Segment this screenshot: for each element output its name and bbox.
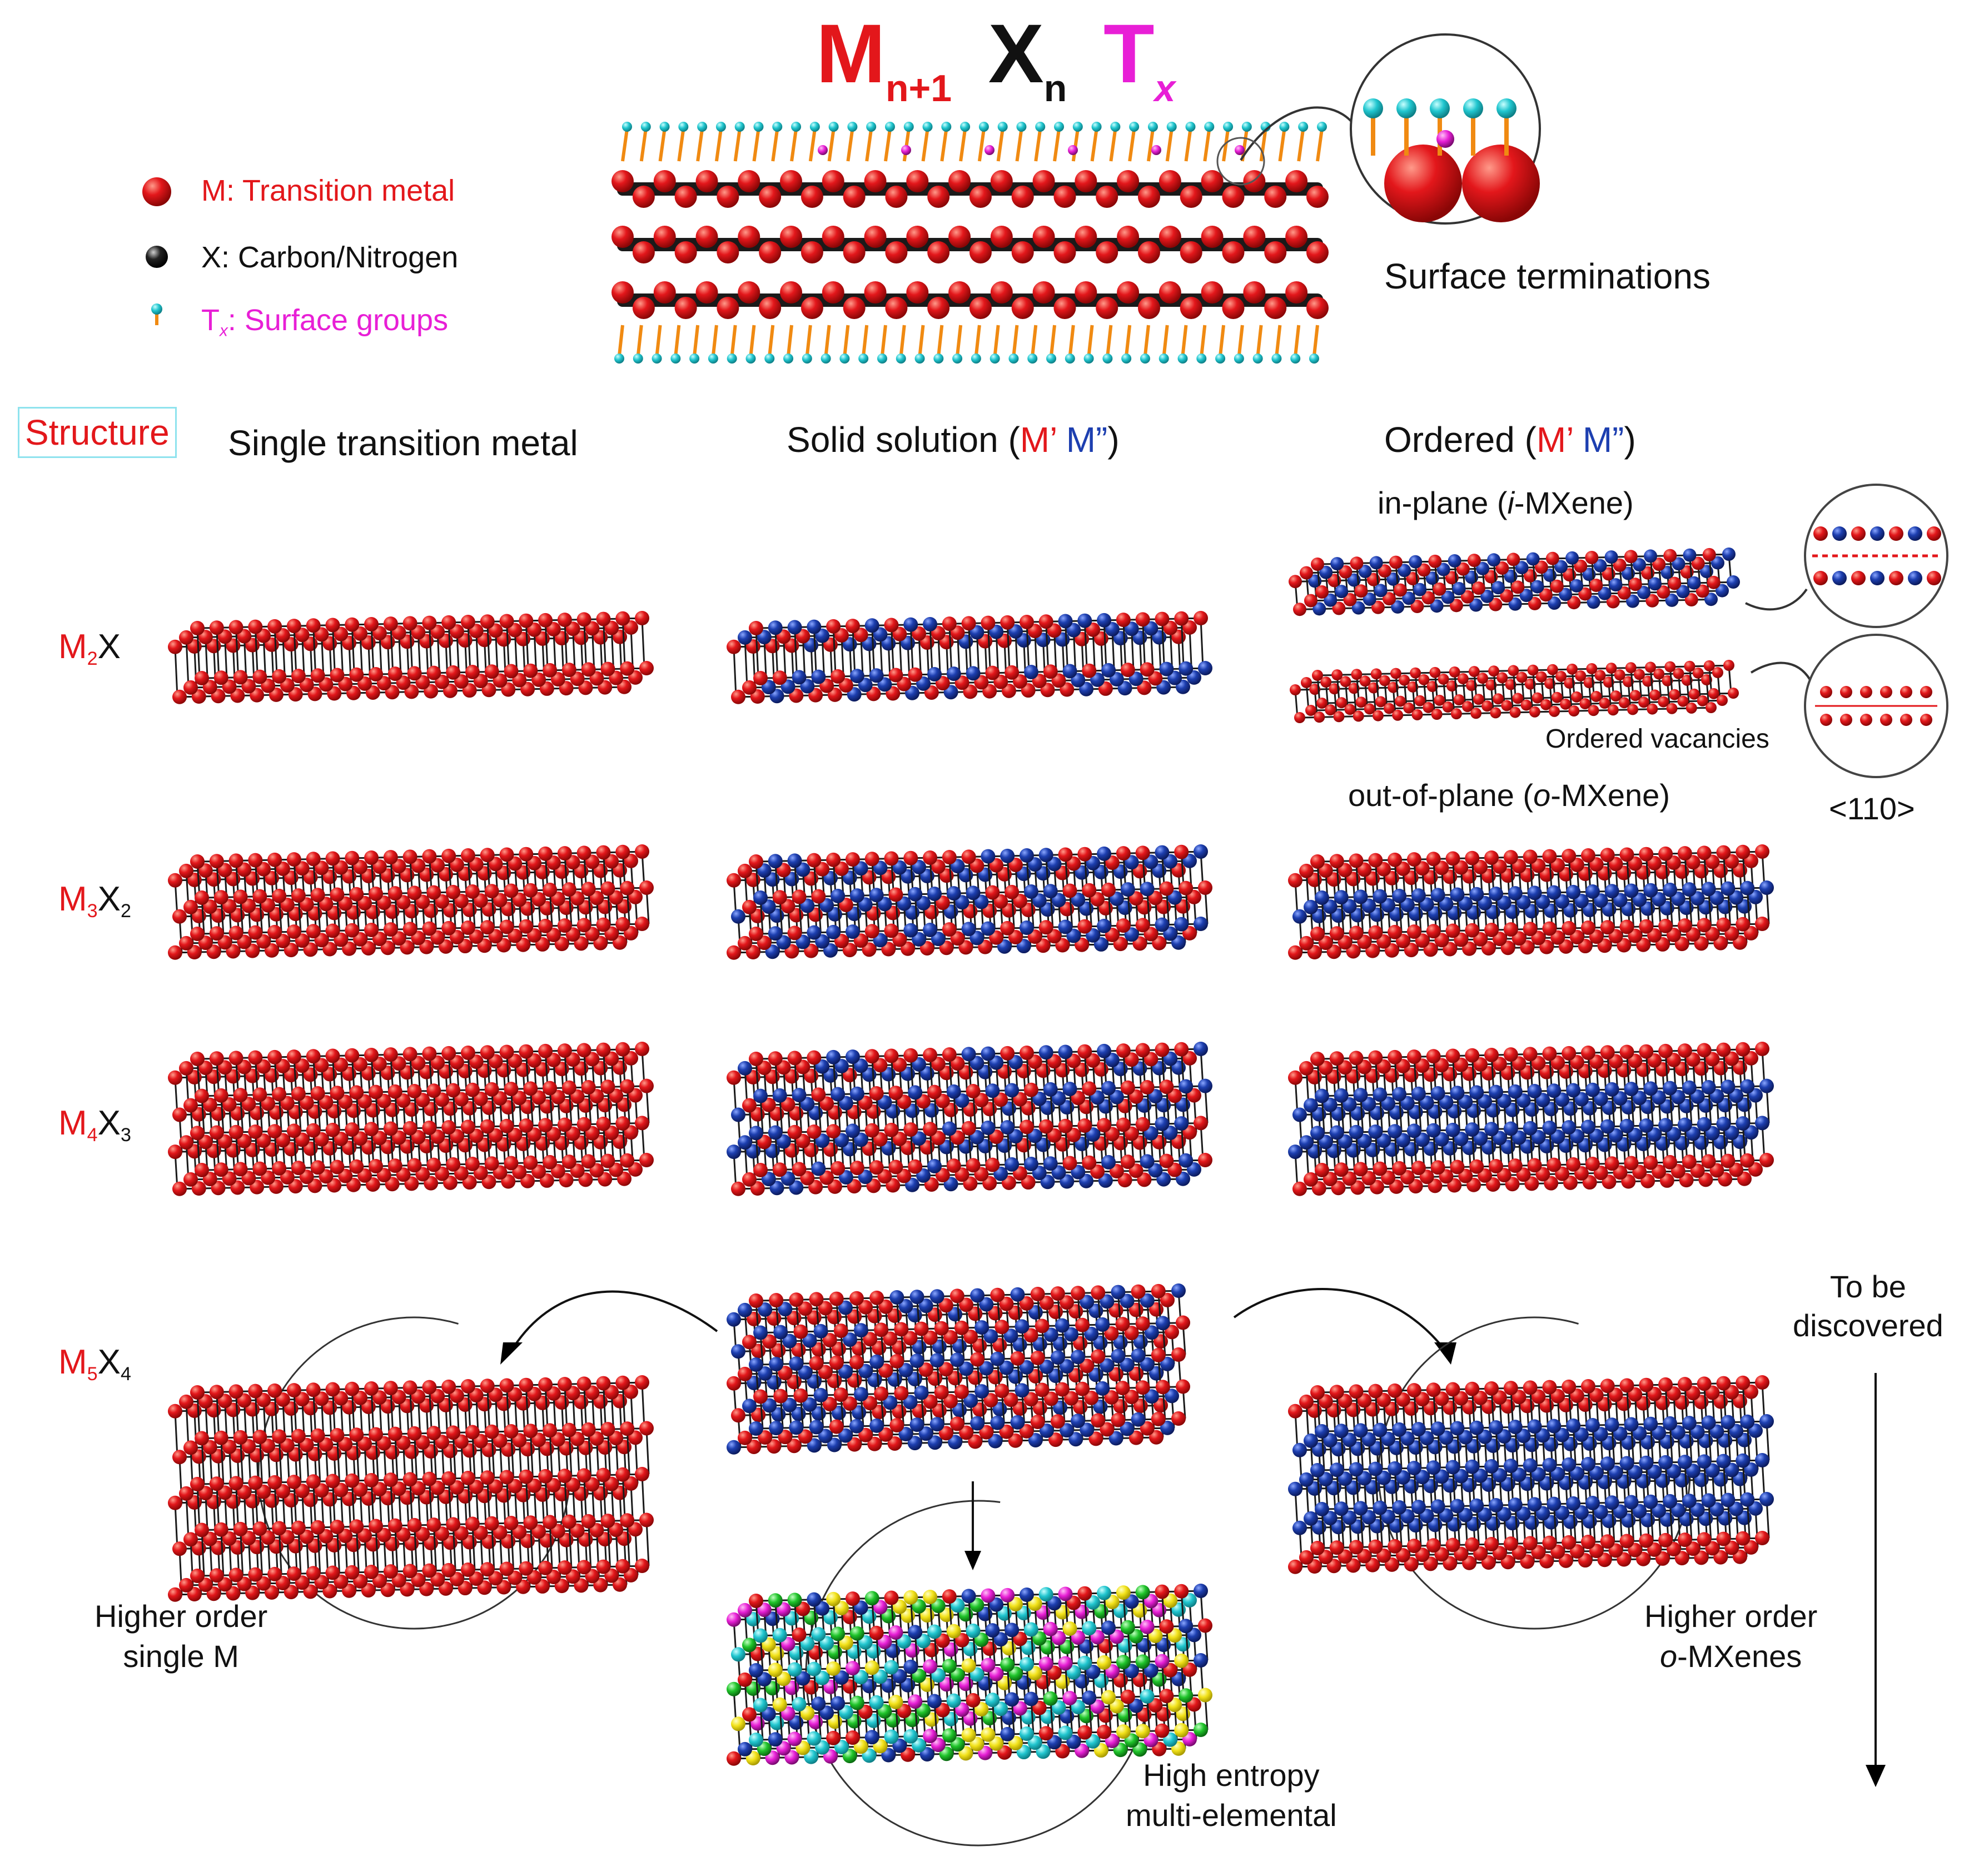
formula-title: Mn+1 Xn Tx: [816, 6, 1175, 102]
slab-i-mxene: [1289, 548, 1740, 616]
high-entropy-label: High entropy multi-elemental: [1126, 1755, 1337, 1835]
slab-m4x3-single: [168, 1042, 654, 1196]
slab-m4x3-ordered: [1288, 1042, 1774, 1196]
slab-ordered-vacancies: [1290, 660, 1739, 723]
formula-m-sub: n+1: [886, 67, 952, 110]
legend-surface-groups: Tx: Surface groups: [201, 303, 448, 340]
slab-m5x4-single: [168, 1375, 654, 1602]
slab-m5x4-solid: [727, 1283, 1190, 1455]
slab-m2x-single: [168, 611, 654, 704]
formula-x-sub: n: [1044, 67, 1067, 110]
black-sphere-icon: [146, 246, 168, 268]
higher-order-o-mxenes-label: Higher order o-MXenes: [1644, 1596, 1817, 1676]
slab-m5x4-ordered: [1288, 1375, 1774, 1574]
arrow-head-left: [500, 1342, 523, 1365]
legend-carbon-nitrogen: X: Carbon/Nitrogen: [201, 240, 458, 275]
out-of-plane-label: out-of-plane (o-MXene): [1348, 777, 1670, 813]
in-plane-label: in-plane (i-MXene): [1378, 485, 1634, 521]
red-sphere-icon: [142, 177, 171, 206]
ordered-header: Ordered (M’ M”): [1384, 419, 1636, 460]
slab-m2x-solid: [727, 611, 1212, 704]
solid-solution-header: Solid solution (M’ M”): [787, 419, 1120, 460]
mxene-hero-slab: [611, 122, 1329, 364]
row-label-m4x3: M4X3: [58, 1103, 131, 1146]
formula-t: T: [1103, 7, 1155, 100]
ordered-vacancies-label: Ordered vacancies: [1545, 724, 1769, 754]
slab-m3x2-ordered: [1288, 844, 1774, 960]
formula-t-sub: x: [1155, 67, 1176, 110]
slab-high-entropy: [727, 1584, 1212, 1766]
direction-label: <110>: [1829, 790, 1915, 827]
row-label-m5x4: M5X4: [58, 1342, 131, 1385]
row-label-m3x2: M3X2: [58, 879, 131, 922]
single-metal-header: Single transition metal: [228, 422, 578, 464]
slab-m3x2-solid: [727, 844, 1212, 960]
slab-m3x2-single: [168, 844, 654, 960]
higher-order-single-label: Higher order single M: [95, 1596, 267, 1676]
surface-terminations-label: Surface terminations: [1384, 256, 1711, 297]
to-be-discovered-label: To be discovered: [1793, 1267, 1943, 1345]
formula-m: M: [816, 7, 886, 100]
slab-m4x3-solid: [727, 1042, 1212, 1196]
legend-metal: M: Transition metal: [201, 173, 455, 208]
ordered-zoom-circles: [1746, 485, 1947, 777]
formula-x: X: [988, 7, 1044, 100]
surface-group-icon: [151, 303, 162, 325]
row-label-m2x: M2X: [58, 627, 121, 670]
structure-header: Structure: [18, 407, 177, 458]
